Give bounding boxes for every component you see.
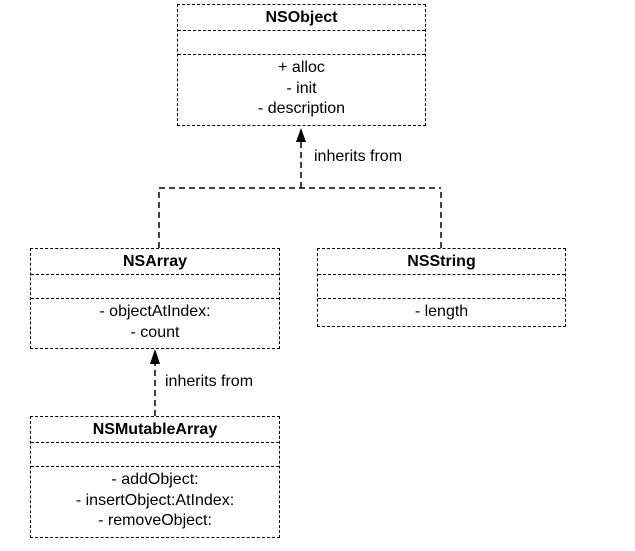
methods-section-nsarray: - objectAtIndex: - count <box>31 299 279 343</box>
method-length: - length <box>414 303 469 320</box>
methods-section-nsobject: + alloc - init - description <box>178 55 425 120</box>
class-name-nsmutablearray: NSMutableArray <box>31 417 279 443</box>
method-count: - count <box>130 323 180 341</box>
method-init: - init <box>286 79 317 97</box>
class-box-nsmutablearray: NSMutableArray - addObject: - insertObje… <box>30 416 280 538</box>
method-objectatindex: - objectAtIndex: <box>99 303 211 320</box>
attributes-section-nsstring <box>318 275 565 299</box>
class-name-nsstring: NSString <box>318 249 565 275</box>
class-name-nsobject: NSObject <box>178 5 425 31</box>
class-name-nsarray: NSArray <box>31 249 279 275</box>
method-removeobject: - removeObject: <box>98 512 212 529</box>
nsarray-arrowhead <box>150 349 160 364</box>
class-box-nsobject: NSObject + alloc - init - description <box>177 4 426 126</box>
method-alloc: + alloc <box>278 59 325 76</box>
method-addobject: - addObject: <box>111 471 199 488</box>
methods-section-nsmutablearray: - addObject: - insertObject:AtIndex: - r… <box>31 467 279 532</box>
method-insertobject-atindex: - insertObject:AtIndex: <box>75 491 235 509</box>
method-description: - description <box>257 100 346 117</box>
inherits-from-label-bottom: inherits from <box>165 373 254 390</box>
inherits-from-label-top: inherits from <box>314 148 403 165</box>
attributes-section-nsarray <box>31 275 279 299</box>
class-box-nsarray: NSArray - objectAtIndex: - count <box>30 248 280 349</box>
attributes-section-nsmutablearray <box>31 443 279 467</box>
attributes-section-nsobject <box>178 31 425 55</box>
class-box-nsstring: NSString - length <box>317 248 566 327</box>
nsobject-arrowhead <box>296 128 306 142</box>
methods-section-nsstring: - length <box>318 299 565 323</box>
